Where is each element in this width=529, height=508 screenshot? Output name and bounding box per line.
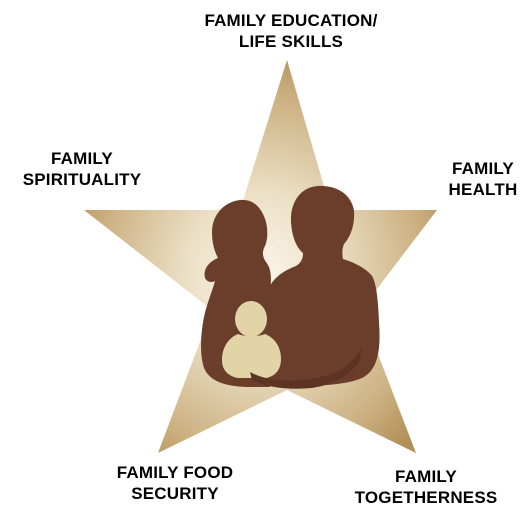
father-arm: [250, 346, 362, 389]
label-family-spirituality-line2: SPIRITUALITY: [22, 170, 142, 189]
label-family-education-line1: FAMILY EDUCATION/: [204, 11, 378, 30]
label-family-health: FAMILY HEALTH: [440, 158, 526, 200]
label-family-spirituality: FAMILY SPIRITUALITY: [12, 148, 152, 190]
label-family-togetherness-line1: FAMILY: [395, 467, 457, 486]
baby-silhouette: [222, 301, 281, 378]
label-family-food-security: FAMILY FOOD SECURITY: [100, 462, 250, 504]
label-family-food-line1: FAMILY FOOD: [116, 463, 234, 482]
label-family-togetherness-line2: TOGETHERNESS: [354, 488, 498, 507]
label-family-spirituality-line1: FAMILY: [51, 149, 113, 168]
father-silhouette: [266, 185, 380, 386]
label-family-togetherness: FAMILY TOGETHERNESS: [340, 466, 512, 508]
label-family-health-line1: FAMILY: [452, 159, 514, 178]
label-family-health-line2: HEALTH: [448, 180, 518, 199]
label-family-education: FAMILY EDUCATION/ LIFE SKILLS: [186, 10, 396, 52]
label-family-food-line2: SECURITY: [131, 484, 219, 503]
label-family-education-line2: LIFE SKILLS: [238, 32, 344, 51]
